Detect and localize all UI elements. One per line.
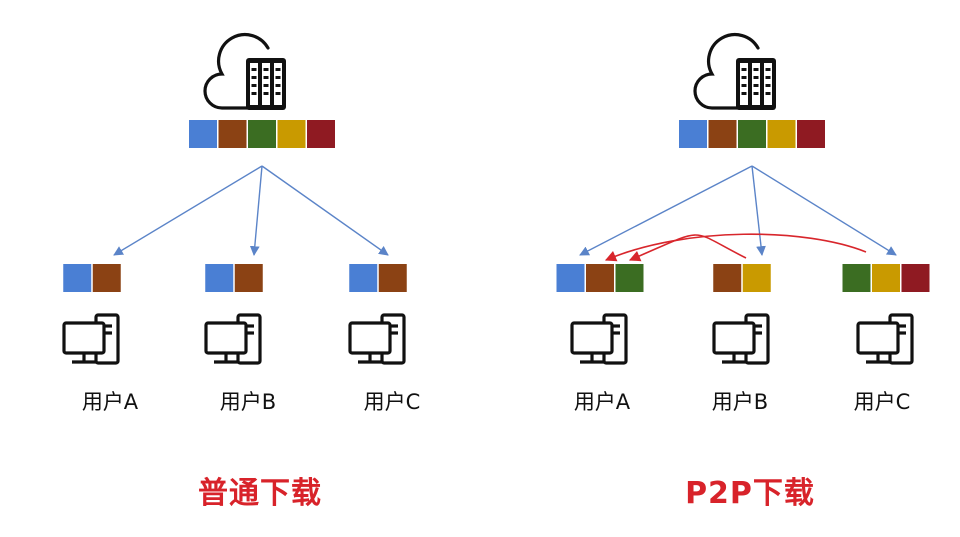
p2p-peer-arrow-用户C-to-用户A [604, 233, 867, 262]
p2p-user-a-label: 用户A [573, 390, 631, 414]
p2p-download-title: P2P下载 [685, 476, 815, 511]
p2p-arrow-to-user-b [751, 165, 766, 256]
normal-user-b-label: 用户B [219, 390, 277, 414]
p2p-user-c-block-gold [872, 264, 900, 292]
normal-server-block-green [248, 120, 276, 148]
p2p-user-a-block-blue [556, 264, 585, 292]
normal-arrow-to-user-c [261, 165, 389, 256]
p2p-user-a-computer-icon [570, 313, 628, 365]
p2p-server-block-green [738, 120, 766, 148]
normal-user-c-computer-icon [348, 313, 406, 365]
normal-download-title: 普通下载 [198, 476, 322, 511]
p2p-user-a-block-green [615, 264, 644, 292]
p2p-peer-arrow-用户B-to-用户A [628, 234, 747, 262]
p2p-cloud-server-icon [693, 33, 760, 110]
p2p-user-c-block-red [901, 264, 930, 292]
normal-arrow-to-user-a [113, 165, 263, 256]
p2p-user-b-block-brown [713, 264, 742, 292]
normal-user-b-computer-icon [204, 313, 262, 365]
normal-arrow-to-user-b [249, 165, 263, 256]
normal-user-a-computer-icon [62, 313, 120, 365]
normal-server-rack-icon [246, 58, 286, 110]
normal-user-c-label: 用户C [363, 390, 421, 414]
normal-user-a-block-brown [92, 264, 121, 292]
p2p-user-b-computer-icon [712, 313, 770, 365]
normal-user-b-block-blue [205, 264, 234, 292]
normal-user-c-block-blue [349, 264, 378, 292]
p2p-panel [679, 120, 825, 148]
normal-user-a-block-blue [63, 264, 92, 292]
p2p-server-block-red [797, 120, 825, 148]
p2p-arrow-to-user-a [579, 165, 753, 256]
p2p-user-c-computer-icon [856, 313, 914, 365]
normal-server-block-red [307, 120, 335, 148]
p2p-server-rack-icon [736, 58, 776, 110]
normal-server-block-gold [277, 120, 306, 148]
p2p-user-c-block-green [842, 264, 871, 292]
normal-user-a-label: 用户A [81, 390, 139, 414]
p2p-user-a-block-brown [586, 264, 614, 292]
p2p-arrow-to-user-c [751, 165, 897, 256]
p2p-server-block-gold [767, 120, 796, 148]
p2p-user-b-block-gold [742, 264, 771, 292]
normal-user-b-block-brown [234, 264, 263, 292]
p2p-user-b-label: 用户B [711, 390, 769, 414]
normal-server-block-brown [218, 120, 247, 148]
p2p-server-block-blue [679, 120, 707, 148]
p2p-user-c-label: 用户C [853, 390, 911, 414]
p2p-server-block-brown [708, 120, 737, 148]
normal-server-block-blue [189, 120, 217, 148]
normal-panel [189, 120, 335, 148]
normal-user-c-block-brown [378, 264, 407, 292]
normal-cloud-server-icon [203, 33, 270, 110]
